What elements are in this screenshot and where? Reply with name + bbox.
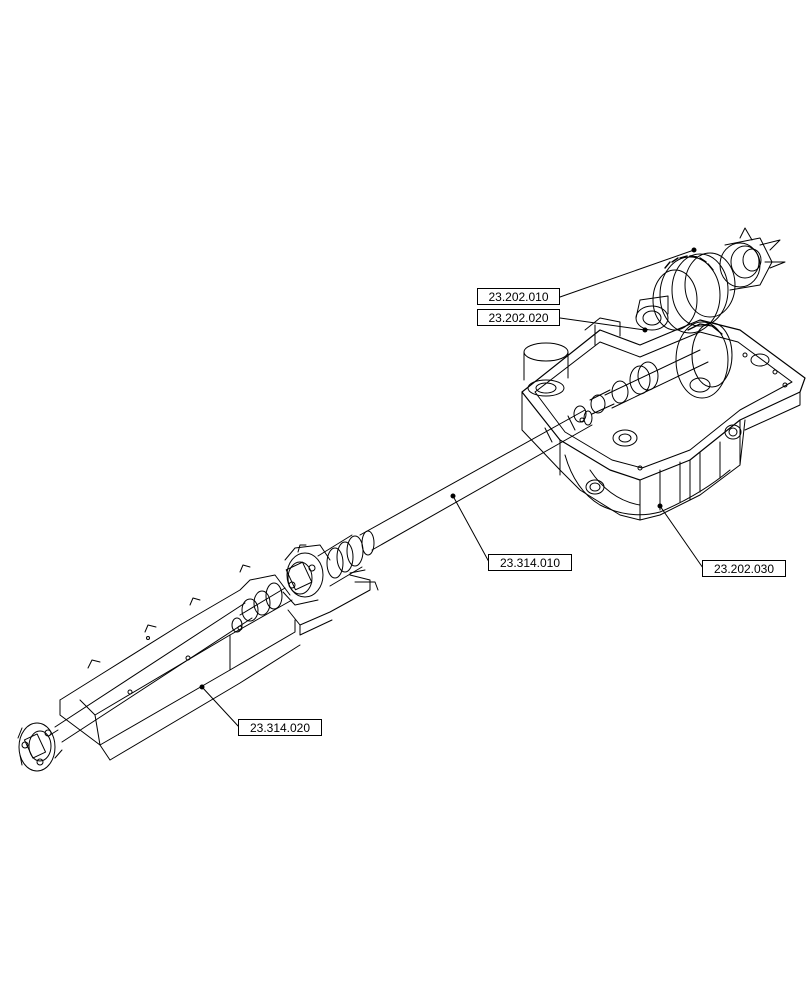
leader-23-202-010 — [559, 249, 695, 298]
callout-label-23-314-010: 23.314.010 — [488, 554, 572, 571]
callout-label-23-314-020: 23.314.020 — [238, 719, 322, 736]
end-flange — [17, 722, 63, 772]
leader-23-314-010 — [452, 495, 490, 563]
leader-23-202-030 — [659, 505, 704, 569]
callout-label-23-202-020: 23.202.020 — [477, 309, 560, 326]
leader-23-202-020 — [559, 317, 646, 331]
center-bracket — [287, 569, 379, 636]
callout-label-23-202-010: 23.202.010 — [477, 288, 560, 305]
leader-23-314-020 — [201, 686, 240, 728]
clutch-pack — [635, 227, 786, 399]
pinion-shaft — [573, 349, 709, 423]
shaft-guard — [59, 564, 301, 761]
callout-label-23-202-030: 23.202.030 — [702, 560, 786, 577]
gearbox-housing — [521, 317, 806, 521]
leader-lines — [199, 247, 704, 728]
drive-shaft — [317, 409, 593, 587]
universal-joint — [282, 544, 331, 606]
lower-shaft — [54, 582, 286, 743]
